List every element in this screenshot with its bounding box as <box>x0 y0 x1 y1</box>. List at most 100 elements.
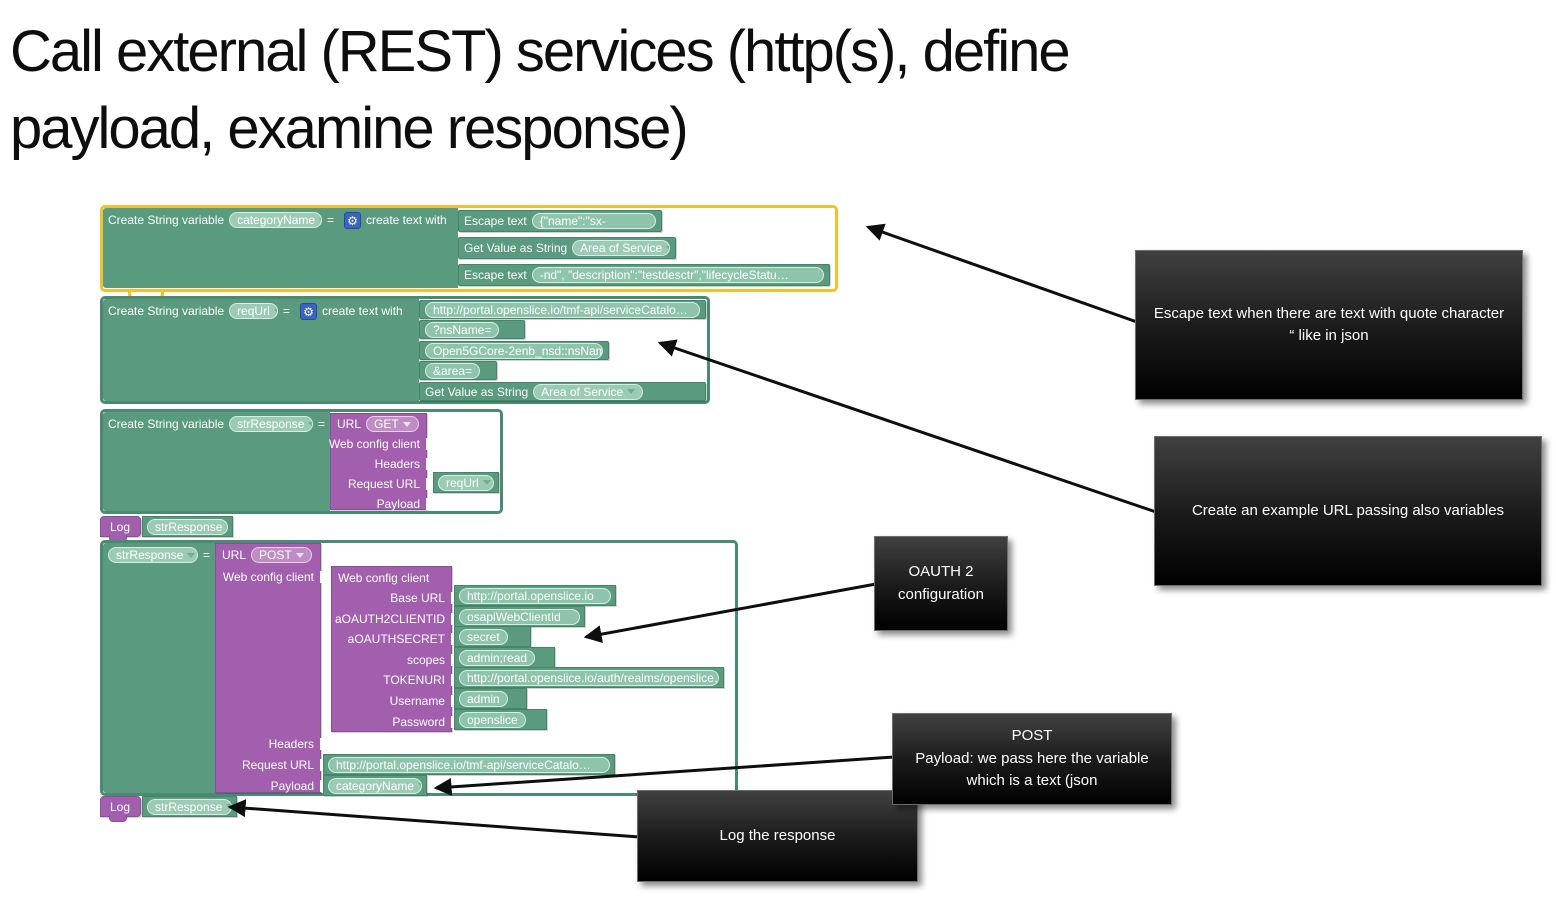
escape-text-block[interactable]: Escape text {"name":"sx- <box>458 210 662 232</box>
set-variable-panel[interactable]: strResponse = <box>103 543 215 793</box>
url-get-block[interactable]: URL GET Web config client Headers Reques… <box>328 413 433 511</box>
create-string-variable-panel[interactable]: Create String variable categoryName = <box>103 208 339 288</box>
method-value: GET <box>374 417 399 431</box>
block-set-strresponse-post[interactable]: strResponse = URL POST Web config client… <box>100 540 738 796</box>
variable-name: strResponse <box>116 548 184 562</box>
area-of-service-dropdown[interactable]: Area of Service <box>572 240 670 256</box>
callout-text: Create an example URL passing also varia… <box>1191 501 1505 519</box>
area-of-service-dropdown[interactable]: Area of Service <box>533 383 644 400</box>
text-field[interactable]: admin <box>459 690 508 707</box>
text-field[interactable]: Open5GCore-2enb_nsd::nsName <box>425 342 603 359</box>
field-username-label: Username <box>389 694 445 708</box>
param-web-config-client: Web config client <box>328 437 420 451</box>
callout-escape-text: Escape text when there are text with quo… <box>1135 250 1523 400</box>
slide-title-line2: payload, examine response) <box>10 95 689 161</box>
text-field[interactable]: -nd", "description":"testdesctr","lifecy… <box>531 267 824 283</box>
param-web-config-client: Web config client <box>222 570 314 584</box>
password-value-block[interactable]: openslice <box>454 709 547 730</box>
url-label: URL <box>337 417 362 431</box>
param-headers: Headers <box>374 457 420 471</box>
dropdown-arrow-icon <box>319 217 321 223</box>
strresponse-dropdown[interactable]: strResponse <box>147 518 228 535</box>
oauthsecret-value-block[interactable]: secret <box>454 626 531 647</box>
dropdown-arrow-icon <box>418 783 421 788</box>
username-value-block[interactable]: admin <box>454 688 527 709</box>
get-value-as-string-block[interactable]: Get Value as String Area of Service <box>458 237 676 259</box>
log-value-block[interactable]: strResponse <box>142 796 237 817</box>
payload-value-block[interactable]: categoryName <box>323 775 427 796</box>
callout-text-line2: Payload: we pass here the variable which… <box>915 749 1149 790</box>
field-oauth2clientid-label: aOAUTH2CLIENTID <box>334 612 445 626</box>
block-label: Create String variable <box>108 213 225 227</box>
text-field[interactable]: osapiWebClientId <box>459 608 580 625</box>
callout-text: OAUTH 2 configuration <box>898 563 984 603</box>
request-url-value-block[interactable]: http://portal.openslice.io/tmf-api/servi… <box>323 754 615 775</box>
callout-oauth-configuration: OAUTH 2 configuration <box>874 536 1008 631</box>
dropdown-arrow-icon <box>187 552 196 558</box>
mutator-gear-icon[interactable]: ⚙ <box>344 212 361 229</box>
log-value-block[interactable]: strResponse <box>142 516 233 537</box>
web-config-client-block[interactable]: Web config client Base URL aOAUTH2CLIENT… <box>331 566 458 732</box>
url-post-block[interactable]: URL POST Web config client Headers Reque… <box>215 543 327 793</box>
escape-text-block[interactable]: Escape text -nd", "description":"testdes… <box>458 264 830 286</box>
create-string-variable-panel[interactable]: Create String variable reqUrl = <box>103 299 295 401</box>
text-field[interactable]: admin;read <box>459 649 536 666</box>
variable-dropdown-strresponse[interactable]: strResponse <box>108 547 198 563</box>
oauth2clientid-value-block[interactable]: osapiWebClientId <box>454 606 585 627</box>
text-field[interactable]: http://portal.openslice.io/tmf-api/servi… <box>425 301 700 318</box>
text-field[interactable]: http://portal.openslice.io <box>459 587 611 604</box>
text-block[interactable]: http://portal.openslice.io/tmf-api/servi… <box>419 300 706 319</box>
block-create-string-requrl[interactable]: Create String variable reqUrl = ⚙ create… <box>100 296 710 404</box>
url-label: URL <box>222 548 247 562</box>
requrl-dropdown[interactable]: reqUrl <box>438 474 494 491</box>
create-text-with-block[interactable]: ⚙ create text with <box>295 299 419 401</box>
text-field[interactable]: http://portal.openslice.io/tmf-api/servi… <box>328 756 610 773</box>
mutator-label: create text with <box>322 304 403 318</box>
text-field[interactable]: {"name":"sx- <box>531 213 656 229</box>
equals-label: = <box>326 213 334 227</box>
log-block[interactable]: Log <box>100 796 141 822</box>
callout-text: Log the response <box>719 826 836 844</box>
text-block[interactable]: &area= <box>419 361 497 380</box>
text-field[interactable]: http://portal.openslice.io/auth/realms/o… <box>459 669 719 686</box>
text-field[interactable]: secret <box>459 628 508 645</box>
http-method-dropdown[interactable]: GET <box>366 416 419 432</box>
http-method-dropdown[interactable]: POST <box>251 547 312 563</box>
log-block[interactable]: Log <box>100 516 141 542</box>
mutator-gear-icon[interactable]: ⚙ <box>300 303 317 320</box>
variable-dropdown-strresponse[interactable]: strResponse <box>229 416 313 432</box>
callout-post-payload: POST Payload: we pass here the variable … <box>892 713 1172 805</box>
callout-text-line1: POST <box>1011 727 1053 745</box>
slide-title-line1: Call external (REST) services (http(s), … <box>10 19 1071 84</box>
variable-name: reqUrl <box>446 475 479 490</box>
text-field[interactable]: ?nsName= <box>425 321 500 338</box>
requrl-value-block[interactable]: reqUrl <box>433 472 499 493</box>
tokenuri-value-block[interactable]: http://portal.openslice.io/auth/realms/o… <box>454 667 724 688</box>
method-value: POST <box>259 548 292 562</box>
strresponse-dropdown[interactable]: strResponse <box>147 798 232 815</box>
text-block[interactable]: Open5GCore-2enb_nsd::nsName <box>419 341 609 360</box>
escape-text-label: Escape text <box>464 214 527 228</box>
scopes-value-block[interactable]: admin;read <box>454 647 555 668</box>
equals-label: = <box>282 304 290 318</box>
block-create-string-categoryname[interactable]: Create String variable categoryName = ⚙ … <box>100 205 838 292</box>
slide-title: Call external (REST) services (http(s), … <box>10 14 1310 167</box>
text-block[interactable]: ?nsName= <box>419 320 525 339</box>
variable-name: categoryName <box>336 778 415 793</box>
block-create-string-strresponse[interactable]: Create String variable strResponse = URL… <box>100 409 503 514</box>
base-url-value-block[interactable]: http://portal.openslice.io <box>454 585 616 606</box>
equals-label: = <box>317 417 325 431</box>
variable-dropdown-categoryname[interactable]: categoryName <box>229 212 322 228</box>
get-value-as-string-block[interactable]: Get Value as String Area of Service <box>419 382 706 401</box>
log-label: Log <box>110 519 131 534</box>
text-field[interactable]: &area= <box>425 362 481 379</box>
variable-dropdown-requrl[interactable]: reqUrl <box>229 303 278 319</box>
dropdown-arrow-icon <box>666 245 670 251</box>
field-tokenuri-label: TOKENURI <box>383 673 445 687</box>
categoryname-dropdown[interactable]: categoryName <box>328 777 422 794</box>
log-label: Log <box>110 799 131 814</box>
text-field[interactable]: openslice <box>459 711 526 728</box>
create-string-variable-panel[interactable]: Create String variable strResponse = <box>103 412 330 511</box>
param-request-url: Request URL <box>347 477 420 491</box>
create-text-with-block[interactable]: ⚙ create text with <box>339 208 458 288</box>
